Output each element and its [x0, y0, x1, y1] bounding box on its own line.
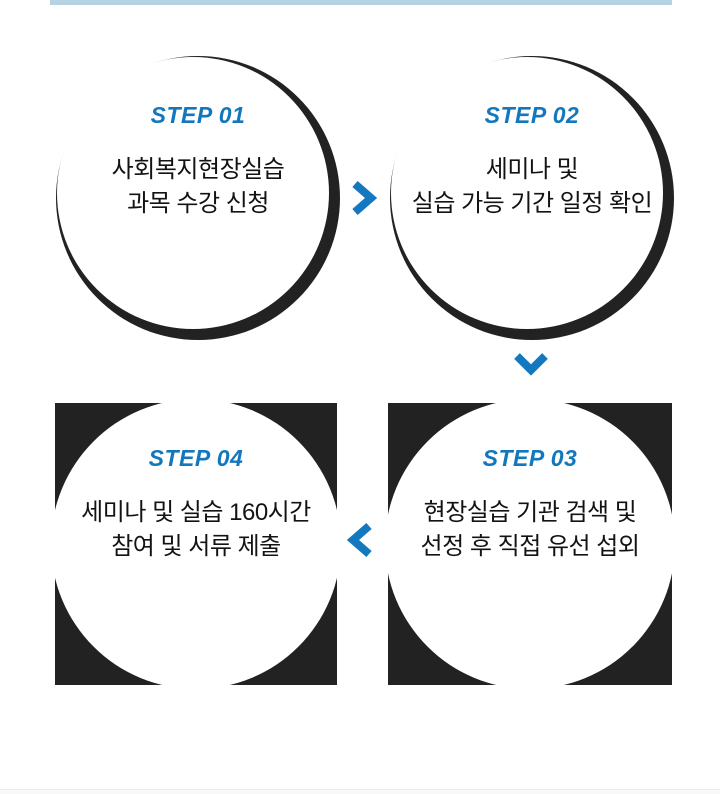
step-02-circle: [391, 57, 663, 329]
step-04-card: STEP 04 세미나 및 실습 160시간 참여 및 서류 제출: [51, 399, 341, 689]
step-01-content: STEP 01 사회복지현장실습 과목 수강 신청: [56, 101, 340, 221]
step-04-line1: 세미나 및 실습 160시간: [81, 499, 311, 526]
arrow-right-icon: [351, 181, 377, 215]
step-01-line1: 사회복지현장실습: [111, 156, 285, 183]
step-01-line2: 과목 수강 신청: [127, 190, 269, 217]
step-02-card: STEP 02 세미나 및 실습 가능 기간 일정 확인: [390, 56, 674, 340]
step-03-line1: 현장실습 기관 검색 및: [423, 499, 637, 526]
step-02-content: STEP 02 세미나 및 실습 가능 기간 일정 확인: [390, 101, 674, 221]
step-04-label: STEP 04: [148, 445, 244, 471]
step-01-circle: [57, 57, 329, 329]
step-03-description: 현장실습 기관 검색 및 선정 후 직접 유선 섭외: [388, 496, 672, 564]
arrow-down-icon: [514, 352, 548, 378]
step-02-line2: 실습 가능 기간 일정 확인: [411, 190, 653, 217]
step-01-description: 사회복지현장실습 과목 수강 신청: [56, 153, 340, 221]
step-03-card: STEP 03 현장실습 기관 검색 및 선정 후 직접 유선 섭외: [385, 399, 675, 689]
step-02-description: 세미나 및 실습 가능 기간 일정 확인: [390, 153, 674, 221]
step-03-line2: 선정 후 직접 유선 섭외: [420, 533, 640, 560]
step-04-line2: 참여 및 서류 제출: [111, 533, 281, 560]
step-04-circle: [51, 399, 341, 689]
top-accent-bar: [50, 0, 672, 5]
step-04-description: 세미나 및 실습 160시간 참여 및 서류 제출: [55, 496, 337, 564]
step-04-content: STEP 04 세미나 및 실습 160시간 참여 및 서류 제출: [55, 444, 337, 564]
step-03-circle: [385, 399, 675, 689]
bottom-section-divider: [0, 789, 720, 794]
step-01-card: STEP 01 사회복지현장실습 과목 수강 신청: [56, 56, 340, 340]
arrow-left-icon: [347, 523, 373, 557]
step-02-label: STEP 02: [484, 102, 580, 128]
step-03-label: STEP 03: [482, 445, 578, 471]
step-01-label: STEP 01: [150, 102, 246, 128]
step-02-line1: 세미나 및: [485, 156, 579, 183]
step-03-content: STEP 03 현장실습 기관 검색 및 선정 후 직접 유선 섭외: [388, 444, 672, 564]
